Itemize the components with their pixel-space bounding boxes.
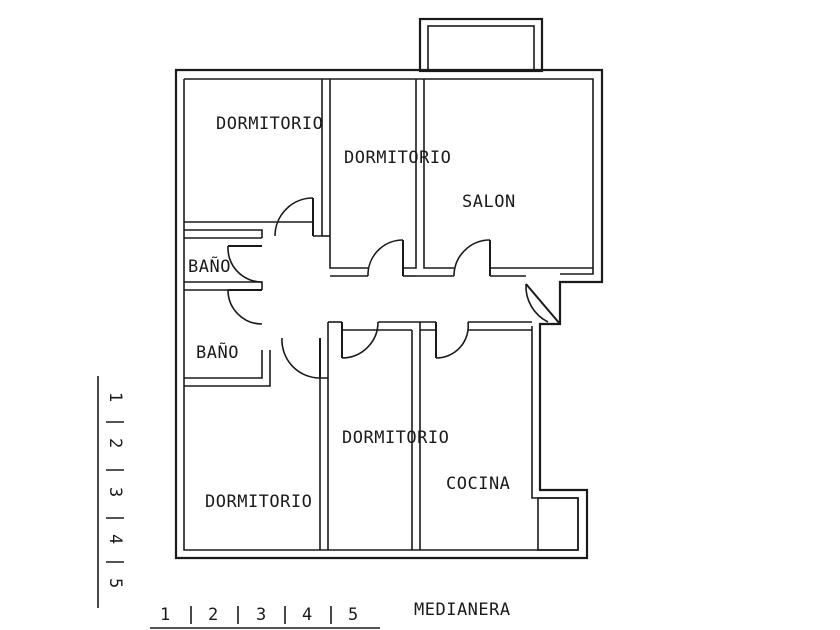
door-bano-1	[227, 245, 263, 283]
h-scale-5: 5	[348, 605, 358, 625]
label-bano-2: BAÑO	[196, 341, 239, 363]
h-scale-1: 1	[160, 605, 170, 625]
door-dormitorio-1	[274, 197, 314, 237]
label-dormitorio-3: DORMITORIO	[342, 428, 449, 448]
door-salon	[453, 239, 491, 277]
door-dormitorio-2	[367, 239, 404, 277]
door-entrance	[525, 283, 561, 325]
horizontal-scale: 1 2 3 4 5	[150, 605, 380, 629]
label-salon: SALON	[462, 192, 516, 212]
h-scale-4: 4	[302, 605, 312, 625]
h-scale-3: 3	[256, 605, 266, 625]
v-scale-2: 2	[105, 438, 125, 448]
label-cocina: COCINA	[446, 474, 510, 494]
v-scale-4: 4	[105, 534, 125, 544]
interior-walls	[184, 79, 593, 551]
label-dormitorio-1: DORMITORIO	[216, 114, 323, 134]
door-cocina	[435, 321, 470, 359]
v-scale-5: 5	[105, 578, 125, 588]
label-bano-1: BAÑO	[188, 255, 231, 277]
vertical-scale: 1 2 3 4 5	[97, 376, 125, 608]
medianera-label: MEDIANERA	[414, 600, 511, 620]
doors	[227, 197, 561, 379]
door-dormitorio-3	[341, 321, 379, 359]
label-dormitorio-4: DORMITORIO	[205, 492, 312, 512]
door-dormitorio-4	[281, 337, 321, 379]
h-scale-2: 2	[208, 605, 218, 625]
label-dormitorio-2: DORMITORIO	[344, 148, 451, 168]
terrace	[418, 17, 544, 73]
v-scale-3: 3	[105, 487, 125, 497]
door-bano-2	[227, 289, 263, 325]
v-scale-1: 1	[105, 392, 125, 402]
room-labels: DORMITORIO DORMITORIO SALON BAÑO BAÑO DO…	[188, 114, 516, 512]
